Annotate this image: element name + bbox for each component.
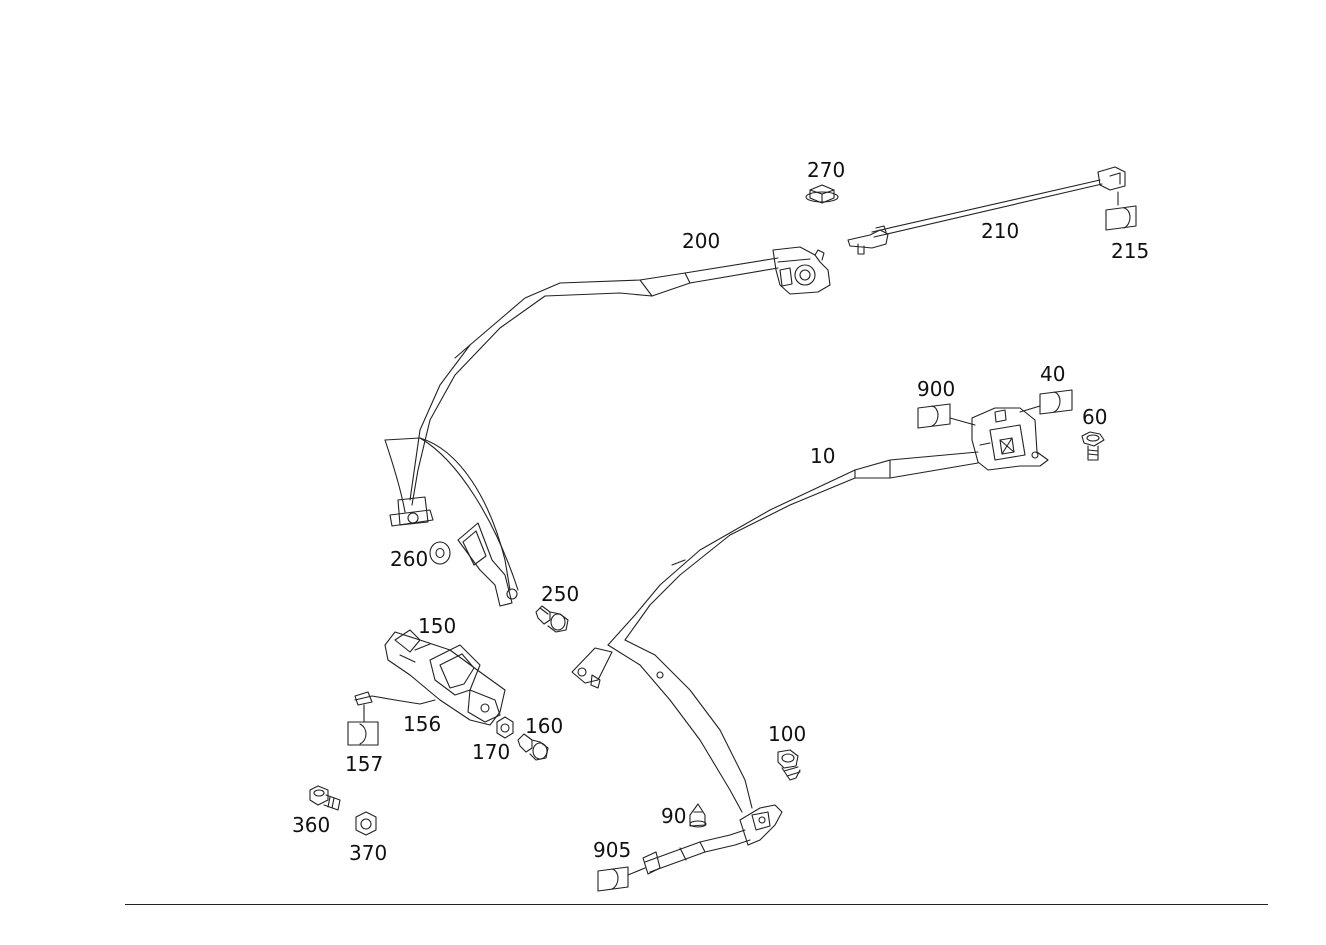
rear-belt-webbing	[410, 258, 778, 505]
cable-210	[848, 167, 1125, 254]
callout-900: 900	[917, 377, 956, 401]
callout-270: 270	[807, 158, 846, 182]
rear-belt-loop	[385, 438, 518, 590]
callout-160: 160	[525, 714, 564, 738]
bolt-100	[778, 750, 800, 780]
bolt-360	[310, 786, 340, 810]
pretensioner-tube	[643, 805, 782, 874]
callout-215: 215	[1111, 239, 1150, 263]
nut-90	[690, 804, 706, 827]
nut-170	[497, 717, 513, 738]
callout-40: 40	[1040, 362, 1066, 386]
callout-10: 10	[810, 444, 836, 468]
page-bottom-rule	[125, 904, 1268, 905]
nut-370	[356, 812, 376, 835]
washer-260	[430, 542, 450, 564]
callout-90: 90	[661, 804, 687, 828]
connector-symbol-900	[918, 404, 975, 428]
nut-270	[806, 185, 838, 203]
front-retractor	[972, 408, 1048, 470]
front-belt-webbing	[608, 452, 978, 812]
callout-360: 360	[292, 813, 331, 837]
bolt-60	[1082, 432, 1104, 460]
callout-156: 156	[403, 712, 442, 736]
callout-905: 905	[593, 838, 632, 862]
bolt-250	[536, 606, 568, 632]
callout-100: 100	[768, 722, 807, 746]
connector-symbol-905	[598, 867, 645, 891]
belt-tongue	[458, 523, 517, 606]
connector-symbol-157	[348, 705, 378, 745]
callout-200: 200	[682, 229, 721, 253]
callout-210: 210	[981, 219, 1020, 243]
connector-symbol-215	[1106, 192, 1136, 230]
callout-260: 260	[390, 547, 429, 571]
callout-157: 157	[345, 752, 384, 776]
wire-156	[355, 692, 435, 705]
callout-170: 170	[472, 740, 511, 764]
front-belt-end-plate	[572, 648, 612, 688]
callout-250: 250	[541, 582, 580, 606]
rear-retractor	[773, 247, 830, 294]
callout-370: 370	[349, 841, 388, 865]
connector-symbol-40	[1020, 390, 1072, 414]
bolt-160	[518, 734, 548, 760]
callout-60: 60	[1082, 405, 1108, 429]
callout-150: 150	[418, 614, 457, 638]
loop-anchor-plate	[390, 497, 433, 526]
buckle-150	[385, 630, 505, 725]
